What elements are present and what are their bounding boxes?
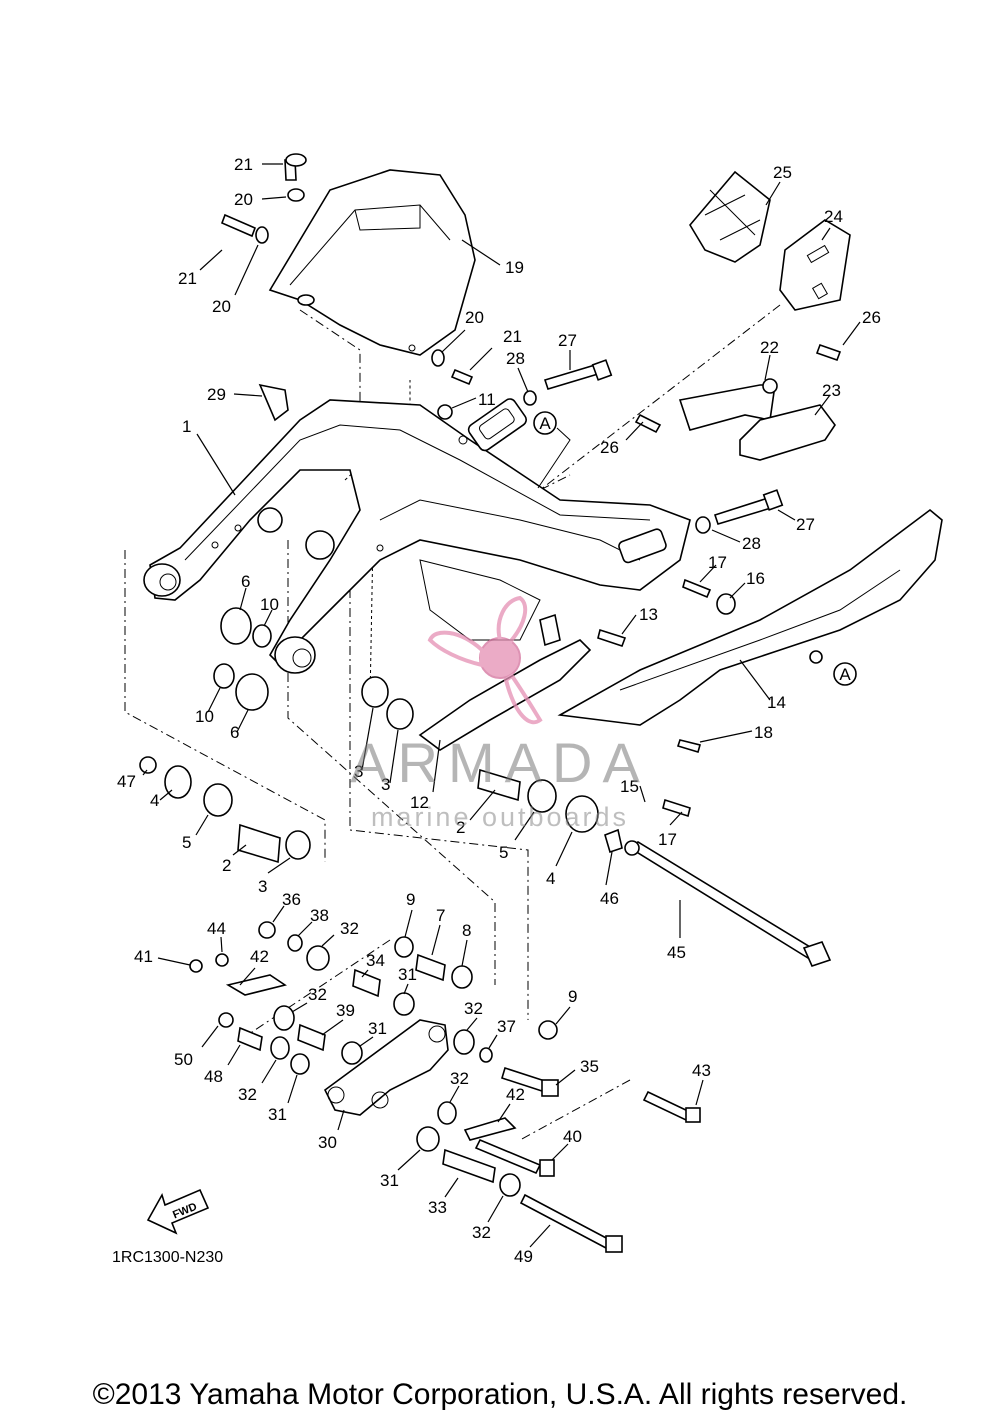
callout: 35	[580, 1057, 599, 1076]
callout: 41	[134, 947, 153, 966]
leader-lines	[142, 163, 861, 1248]
callout: 4	[150, 791, 159, 810]
reference-marker-label: A	[539, 414, 551, 433]
callout: 23	[822, 381, 841, 400]
callout: 40	[563, 1127, 582, 1146]
callout: 20	[212, 297, 231, 316]
callout: 22	[760, 338, 779, 357]
swingarm	[143, 398, 691, 674]
callout: 31	[380, 1171, 399, 1190]
callout: 5	[182, 833, 191, 852]
callout: 50	[174, 1050, 193, 1069]
callout: 39	[336, 1001, 355, 1020]
callout: 13	[639, 605, 658, 624]
callout: 21	[234, 155, 253, 174]
callout: 48	[204, 1067, 223, 1086]
callout: 32	[464, 999, 483, 1018]
callout: 10	[195, 707, 214, 726]
callout: 43	[692, 1061, 711, 1080]
callout: 16	[746, 569, 765, 588]
callout: 36	[282, 890, 301, 909]
callout: 11	[478, 390, 496, 409]
callout: 21	[178, 269, 197, 288]
chain-slider	[418, 613, 592, 751]
callout: 2	[456, 818, 465, 837]
callout: 9	[406, 890, 415, 909]
small-parts	[139, 188, 736, 1197]
callout: 20	[234, 190, 253, 209]
callout: 26	[600, 438, 619, 457]
callout: 24	[824, 207, 843, 226]
callout: 3	[258, 877, 267, 896]
callout: 17	[658, 830, 677, 849]
callout: 10	[260, 595, 279, 614]
callout: 26	[862, 308, 881, 327]
callout: 18	[754, 723, 773, 742]
callout: 19	[505, 258, 524, 277]
watermark: ARMADA marine outboards	[350, 595, 650, 832]
upper-right-parts	[678, 170, 851, 461]
callout: 1	[182, 417, 191, 436]
callout: 27	[796, 515, 815, 534]
callout: 9	[568, 987, 577, 1006]
callout: 28	[742, 534, 761, 553]
callout: 14	[767, 693, 786, 712]
callout: 5	[499, 843, 508, 862]
callout: 12	[410, 793, 429, 812]
callout-numbers: 21 20 21 20 19 20 21 28 27 25 24 26 22 2…	[117, 155, 881, 1266]
callout: 6	[241, 572, 250, 591]
callout: 21	[503, 327, 522, 346]
diagram-code: 1RC1300-N230	[112, 1249, 223, 1266]
callout: 34	[366, 951, 385, 970]
fwd-arrow-icon: FWD	[146, 1188, 210, 1235]
callout: 7	[436, 906, 445, 925]
callout: 31	[268, 1105, 287, 1124]
chain-guard	[557, 508, 943, 726]
reference-marker-lower: A	[833, 662, 857, 686]
callout: 31	[368, 1019, 387, 1038]
callout: 38	[310, 906, 329, 925]
propeller-logo-icon	[427, 595, 543, 725]
axle	[624, 840, 832, 967]
callout: 42	[506, 1085, 525, 1104]
callout: 37	[497, 1017, 516, 1036]
watermark-tagline: marine outboards	[371, 802, 629, 832]
callout: 20	[465, 308, 484, 327]
callout: 32	[238, 1085, 257, 1104]
bolts	[220, 153, 842, 1253]
callout: 32	[308, 985, 327, 1004]
callout: 32	[450, 1069, 469, 1088]
callout: 31	[398, 965, 417, 984]
callout: 4	[546, 869, 555, 888]
watermark-name: ARMADA	[350, 731, 650, 794]
callout: 30	[318, 1133, 337, 1152]
callout: 28	[506, 349, 525, 368]
callout: 15	[620, 777, 639, 796]
reference-marker-upper: A	[533, 411, 571, 489]
reference-marker-label: A	[839, 665, 851, 684]
callout: 3	[354, 762, 363, 781]
rear-fender-cover	[268, 169, 476, 356]
callout: 33	[428, 1198, 447, 1217]
callout: 47	[117, 772, 136, 791]
copyright-notice: ©2013 Yamaha Motor Corporation, U.S.A. A…	[92, 1378, 908, 1411]
callout: 46	[600, 889, 619, 908]
callout: 32	[472, 1223, 491, 1242]
callout: 25	[773, 163, 792, 182]
callout: 49	[514, 1247, 533, 1266]
callout: 44	[207, 919, 226, 938]
callout: 3	[381, 775, 390, 794]
callout: 17	[708, 553, 727, 572]
callout: 42	[250, 947, 269, 966]
callout: 29	[207, 385, 226, 404]
callout: 6	[230, 723, 239, 742]
callout: 8	[462, 921, 471, 940]
callout: 32	[340, 919, 359, 938]
callout: 27	[558, 331, 577, 350]
callout: 2	[222, 856, 231, 875]
callout: 45	[667, 943, 686, 962]
